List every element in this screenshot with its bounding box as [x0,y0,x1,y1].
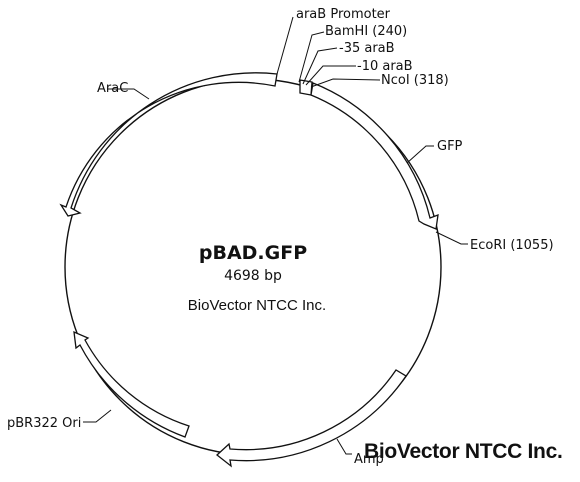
amp-arrow [215,369,407,468]
gfp-label: GFP [437,139,463,154]
ncoi-leader [310,78,381,88]
arab-promoter-label: araB Promoter [296,7,391,22]
gfp-arrow [310,82,439,230]
arab-promoter-leader [276,16,294,75]
minus10-label: -10 araB [357,59,413,74]
corner-watermark: BioVector NTCC Inc. [364,440,563,463]
ncoi-label: NcoI (318) [381,73,449,88]
ecori-leader [435,231,468,245]
ori-arrow [73,330,190,438]
plasmid-size: 4698 bp [224,268,282,284]
minus10-leader [305,65,356,86]
bamhi-label: BamHI (240) [325,24,407,39]
center-watermark: BioVector NTCC Inc. [188,297,326,314]
plasmid-name: pBAD.GFP [199,242,307,264]
bamhi-leader [298,31,325,83]
arab-promoter-box [299,79,313,96]
gfp-leader [406,145,434,164]
minus35-label: -35 araB [339,41,395,56]
arac-arrow [59,72,278,217]
ori-label: pBR322 Ori [7,416,81,431]
minus35-leader [302,47,338,85]
amp-label: Amp [354,452,384,467]
arac-leader [107,88,150,100]
arac-label: AraC [97,81,128,96]
amp-leader [336,438,352,455]
ecori-label: EcoRI (1055) [470,238,554,253]
ori-leader [83,409,112,423]
